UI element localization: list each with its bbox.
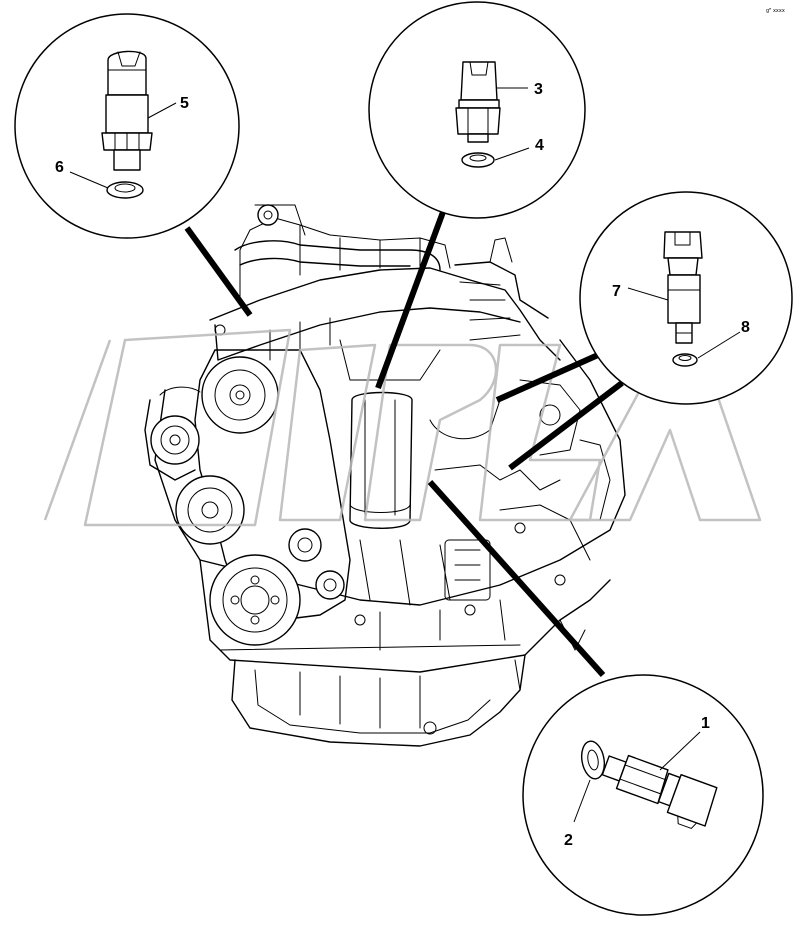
pressure-sensor-icon xyxy=(455,61,501,143)
callout-labels: 1 2 3 4 5 6 7 8 xyxy=(55,81,750,849)
pointer-5-6 xyxy=(184,226,253,317)
engine-illustration-icon xyxy=(144,204,626,747)
callout-7: 7 xyxy=(612,283,621,300)
pressure-sensor-icon xyxy=(663,231,703,344)
watermark-logo-icon xyxy=(43,328,762,527)
pointer-7-8-b xyxy=(508,380,624,471)
callout-6: 6 xyxy=(55,159,64,176)
pointer-3-4 xyxy=(375,210,446,390)
pressure-sensor-icon xyxy=(601,754,718,829)
callout-5: 5 xyxy=(180,95,189,112)
detail-bubble-7-8 xyxy=(579,191,793,405)
callout-2: 2 xyxy=(564,832,573,849)
sealing-washer-icon xyxy=(580,740,606,780)
corner-mark: gᴿ xxxx xyxy=(766,8,785,14)
sealing-washer-icon xyxy=(461,152,495,168)
callout-1: 1 xyxy=(701,715,710,732)
detail-bubble-1-2 xyxy=(522,674,764,916)
pressure-sensor-icon xyxy=(101,50,153,171)
pointer-7-8-a xyxy=(495,352,600,403)
detail-bubble-5-6 xyxy=(14,13,240,239)
callout-4: 4 xyxy=(535,137,544,154)
pointer-lines xyxy=(184,210,624,678)
sealing-washer-icon xyxy=(106,181,144,199)
sealing-washer-icon xyxy=(672,353,698,367)
callout-3: 3 xyxy=(534,81,543,98)
pointer-1-2 xyxy=(427,479,606,678)
callout-8: 8 xyxy=(741,319,750,336)
detail-bubble-3-4 xyxy=(368,1,586,219)
